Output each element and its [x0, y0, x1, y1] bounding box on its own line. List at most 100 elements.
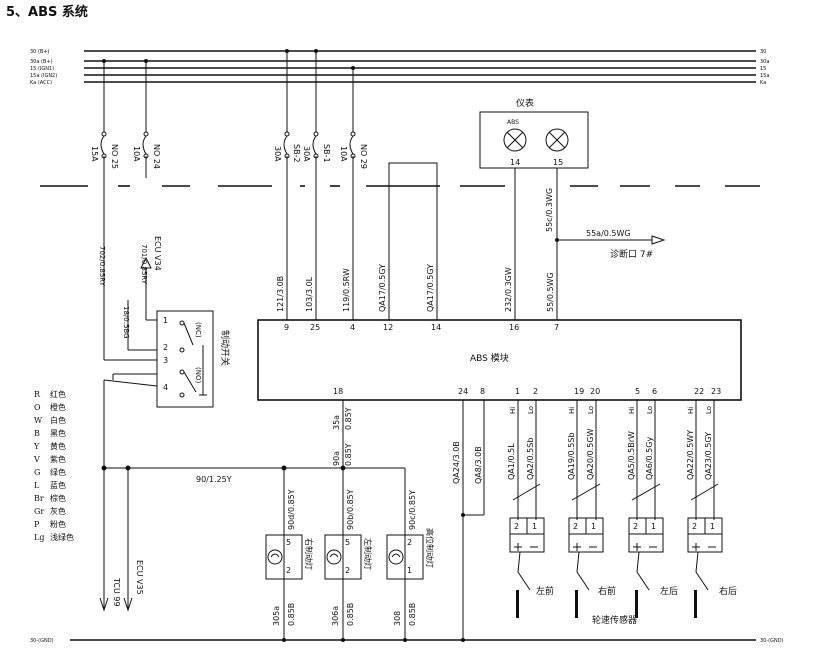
svg-text:19: 19 [574, 387, 584, 396]
high-mount-stop-lamp: 2 1 高位制动灯 [386, 528, 435, 580]
tcu-label: TCU 99 [112, 577, 121, 607]
lamp-ground-wires: 305a 0.85B 306a 0.85B 308 0.85B [272, 603, 417, 626]
svg-text:QA5/0.5BrW: QA5/0.5BrW [627, 431, 636, 480]
svg-text:QA2/0.5Sb: QA2/0.5Sb [526, 438, 535, 480]
svg-text:Lo: Lo [646, 406, 654, 414]
svg-text:黄色: 黄色 [50, 441, 66, 451]
svg-text:粉色: 粉色 [50, 519, 66, 529]
svg-text:Hi: Hi [509, 407, 517, 414]
svg-text:10A: 10A [132, 146, 141, 162]
svg-text:ECU V34: ECU V34 [153, 236, 162, 271]
svg-text:Gr: Gr [34, 507, 44, 516]
svg-text:701/0.85RY: 701/0.85RY [140, 244, 148, 285]
bus-label-right-15a: 15a [760, 73, 769, 79]
svg-text:18/0.5BG: 18/0.5BG [122, 306, 130, 339]
page-title: 5、ABS 系统 [6, 4, 88, 20]
svg-text:5: 5 [635, 387, 640, 396]
svg-text:308: 308 [393, 611, 402, 626]
svg-text:左后: 左后 [660, 585, 678, 597]
svg-text:Hi: Hi [568, 407, 576, 414]
svg-text:QA1/0.5L: QA1/0.5L [507, 443, 516, 480]
svg-text:紫色: 紫色 [50, 454, 66, 464]
svg-text:1: 1 [163, 316, 168, 325]
bus-label-left-30a: 30a (B+) [30, 59, 53, 65]
svg-text:诊断口 7#: 诊断口 7# [610, 248, 653, 260]
svg-text:Lo: Lo [527, 406, 535, 414]
svg-text:90a: 90a [332, 451, 341, 466]
svg-text:红色: 红色 [50, 389, 66, 399]
svg-text:6: 6 [652, 387, 657, 396]
ecu-v34-signal: ECU V34 [140, 236, 162, 320]
fuse-sb2: SB-2 30A [273, 51, 301, 163]
svg-text:ABS 模块: ABS 模块 [470, 352, 509, 364]
svg-text:16: 16 [509, 323, 519, 332]
svg-text:黑色: 黑色 [50, 428, 66, 438]
svg-text:SB-2: SB-2 [292, 144, 301, 163]
svg-text:2: 2 [345, 566, 350, 575]
svg-text:Br: Br [34, 494, 44, 503]
stop-lamp-circuit: 90/1.25Y 35a 0.85Y 90a 0.85Y 90d/0.85Y 9… [99, 380, 417, 640]
svg-text:橙色: 橙色 [50, 402, 66, 412]
svg-text:1: 1 [591, 522, 596, 531]
svg-text:仪表: 仪表 [516, 97, 534, 109]
svg-text:2: 2 [163, 343, 168, 352]
wheel-speed-sensor-rear-left: 2 1 左后 [628, 517, 678, 618]
svg-text:QA24/3.0B: QA24/3.0B [452, 441, 461, 484]
svg-text:QA8/3.0B: QA8/3.0B [474, 446, 483, 484]
svg-text:ABS: ABS [507, 119, 519, 126]
svg-text:O: O [34, 403, 41, 412]
module-ground-wires: QA24/3.0B QA8/3.0B [452, 400, 485, 630]
svg-text:2: 2 [692, 522, 697, 531]
svg-text:4: 4 [163, 383, 168, 392]
svg-text:4: 4 [350, 323, 355, 332]
svg-text:90b/0.85Y: 90b/0.85Y [346, 489, 355, 530]
svg-text:55/0.5WG: 55/0.5WG [546, 272, 555, 312]
svg-text:QA19/0.5Sb: QA19/0.5Sb [567, 432, 576, 480]
svg-text:23: 23 [711, 387, 721, 396]
svg-text:浅绿色: 浅绿色 [50, 532, 74, 542]
warning-lamp-icon [545, 128, 569, 152]
svg-text:306a: 306a [331, 606, 340, 626]
svg-text:白色: 白色 [50, 415, 66, 425]
svg-text:121/3.0B: 121/3.0B [276, 276, 285, 312]
svg-text:232/0.3GW: 232/0.3GW [504, 267, 513, 312]
svg-text:Y: Y [33, 442, 40, 451]
svg-text:305a: 305a [272, 606, 281, 626]
wheel-speed-sensor-group-label: 轮速传感器 [592, 614, 637, 626]
svg-text:5: 5 [286, 538, 291, 547]
abs-warning-lamp-icon [503, 128, 527, 152]
svg-text:2: 2 [533, 387, 538, 396]
brake-switch: 1 2 3 4 (NC) (NO) 制动开关 [156, 310, 231, 408]
fuse-no24: NO 24 10A [132, 61, 161, 169]
svg-text:119/0.5RW: 119/0.5RW [342, 268, 351, 312]
svg-text:QA17/0.5GY: QA17/0.5GY [378, 264, 387, 312]
svg-text:18: 18 [333, 387, 343, 396]
svg-text:灰色: 灰色 [50, 506, 66, 516]
bus-label-right-30a: 30a [760, 59, 769, 65]
fuse-no29: NO 29 10A [339, 68, 368, 169]
svg-text:1: 1 [651, 522, 656, 531]
svg-text:1: 1 [710, 522, 715, 531]
svg-text:(NO): (NO) [194, 367, 202, 383]
svg-text:14: 14 [431, 323, 441, 332]
right-stop-lamp: 5 2 右制动灯 [265, 534, 314, 580]
svg-text:0.85Y: 0.85Y [344, 443, 353, 466]
bus-label-right-ka: Ka [760, 80, 766, 86]
fuse-no25: NO 25 15A [90, 61, 119, 169]
svg-text:1: 1 [407, 566, 412, 575]
svg-text:B: B [34, 429, 40, 438]
bus-label-right-30: 30 [760, 49, 766, 55]
fuse-sb1: SB-1 30A [302, 51, 331, 163]
svg-text:2: 2 [407, 538, 412, 547]
svg-text:P: P [34, 520, 40, 529]
svg-text:Hi: Hi [687, 407, 695, 414]
svg-text:W: W [34, 416, 43, 425]
svg-text:QA17/0.5GY: QA17/0.5GY [426, 264, 435, 312]
svg-text:QA23/0.5GY: QA23/0.5GY [704, 432, 713, 480]
svg-text:2: 2 [633, 522, 638, 531]
svg-text:QA20/0.5GW: QA20/0.5GW [586, 428, 595, 480]
wheel-speed-sensor-front-right: 2 1 右前 [568, 517, 616, 618]
svg-text:30A: 30A [302, 146, 311, 162]
